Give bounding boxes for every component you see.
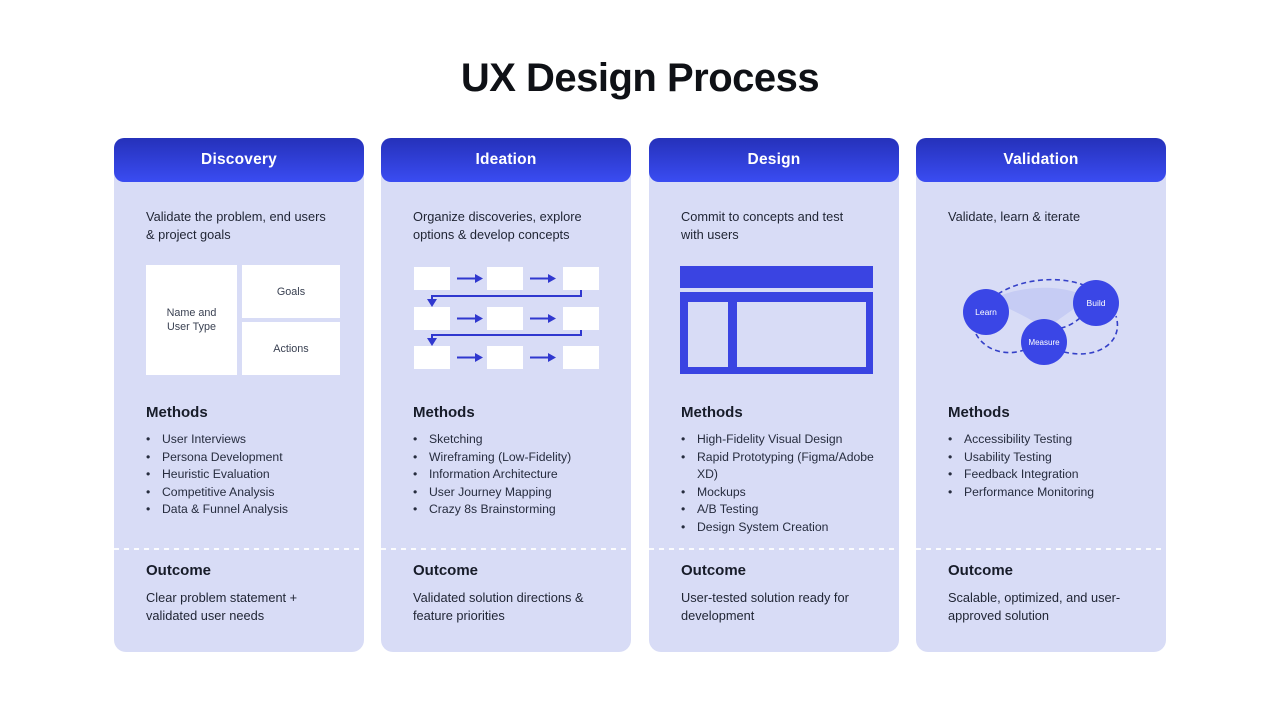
column-description: Commit to concepts and test with users — [681, 209, 844, 242]
column-discovery: Discovery Validate the problem, end user… — [114, 138, 364, 652]
list-item: •Data & Funnel Analysis — [146, 501, 340, 519]
list-item: •Persona Development — [146, 449, 340, 467]
webpage-mockup-illustration — [649, 258, 899, 388]
build-measure-learn-illustration: Learn Build Measure — [916, 258, 1166, 388]
flow-diagram-graphic — [414, 267, 599, 369]
methods-heading: Methods — [413, 404, 475, 421]
persona-actions-label: Actions — [273, 342, 309, 355]
column-design: Design Commit to concepts and test with … — [649, 138, 899, 652]
list-item: •User Interviews — [146, 431, 340, 449]
bullet-icon: • — [681, 484, 686, 499]
methods-list: •User Interviews •Persona Development •H… — [146, 431, 340, 519]
bullet-icon: • — [948, 467, 953, 481]
bullet-icon: • — [413, 432, 418, 446]
outcome-heading: Outcome — [413, 562, 479, 579]
methods-heading: Methods — [146, 404, 208, 421]
column-header-validation: Validation — [916, 138, 1166, 182]
bullet-icon: • — [413, 484, 418, 499]
list-item: •Competitive Analysis — [146, 484, 340, 502]
bullet-icon: • — [948, 449, 953, 464]
outcome-heading: Outcome — [146, 562, 212, 579]
learn-circle — [963, 289, 1009, 335]
methods-heading: Methods — [948, 404, 1010, 421]
bullet-icon: • — [413, 467, 418, 481]
bullet-icon: • — [681, 432, 686, 446]
persona-card-illustration: Name and User Type Goals Actions — [114, 258, 364, 388]
methods-list: •Sketching •Wireframing (Low-Fidelity) •… — [413, 431, 607, 519]
column-description: Organize discoveries, explore options & … — [413, 209, 582, 242]
methods-list: •Accessibility Testing •Usability Testin… — [948, 431, 1142, 501]
list-item: •Accessibility Testing — [948, 431, 1142, 449]
measure-label: Measure — [1028, 338, 1060, 347]
bullet-icon: • — [146, 484, 151, 499]
bullet-icon: • — [681, 449, 686, 464]
bullet-icon: • — [146, 467, 151, 481]
list-item: •User Journey Mapping — [413, 484, 607, 502]
list-item: •Crazy 8s Brainstorming — [413, 501, 607, 519]
bullet-icon: • — [681, 502, 686, 516]
list-item: •Mockups — [681, 484, 875, 502]
bullet-icon: • — [146, 432, 151, 446]
dashed-divider — [916, 548, 1166, 550]
column-description: Validate, learn & iterate — [948, 209, 1081, 224]
learn-label: Learn — [975, 307, 997, 317]
bullet-icon: • — [146, 502, 151, 516]
persona-goals-label: Goals — [276, 285, 306, 298]
column-header-design: Design — [649, 138, 899, 182]
column-validation: Validation Validate, learn & iterate Lea… — [916, 138, 1166, 652]
list-item: •Design System Creation — [681, 519, 875, 537]
bullet-icon: • — [413, 502, 418, 516]
page-title: UX Design Process — [460, 56, 820, 100]
column-ideation: Ideation Organize discoveries, explore o… — [381, 138, 631, 652]
list-item: •High-Fidelity Visual Design — [681, 431, 875, 449]
bullet-icon: • — [948, 484, 953, 499]
outcome-text: Scalable, optimized, and user-approved s… — [948, 590, 1121, 623]
persona-actions-box: Actions — [242, 322, 340, 375]
dashed-divider — [114, 548, 364, 550]
list-item: •Heuristic Evaluation — [146, 466, 340, 484]
outcome-heading: Outcome — [948, 562, 1014, 579]
methods-heading: Methods — [681, 404, 743, 421]
storyboard-flow-illustration — [381, 258, 631, 388]
bullet-icon: • — [146, 449, 151, 464]
outcome-text: Clear problem statement + validated user… — [146, 590, 298, 623]
list-item: •Information Architecture — [413, 466, 607, 484]
list-item: •Sketching — [413, 431, 607, 449]
wireframe-mockup-graphic — [680, 266, 873, 374]
list-item: •A/B Testing — [681, 501, 875, 519]
build-label: Build — [1087, 298, 1106, 308]
list-item: •Usability Testing — [948, 449, 1142, 467]
outcome-text: Validated solution directions & feature … — [413, 590, 584, 623]
list-item: •Performance Monitoring — [948, 484, 1142, 502]
column-description: Validate the problem, end users & projec… — [146, 209, 326, 242]
bullet-icon: • — [681, 519, 686, 534]
outcome-heading: Outcome — [681, 562, 747, 579]
outcome-text: User-tested solution ready for developme… — [681, 590, 849, 623]
column-header-discovery: Discovery — [114, 138, 364, 182]
build-circle — [1073, 280, 1119, 326]
list-item: •Feedback Integration — [948, 466, 1142, 484]
measure-circle — [1021, 319, 1067, 365]
dashed-divider — [381, 548, 631, 550]
bullet-icon: • — [948, 432, 953, 446]
methods-list: •High-Fidelity Visual Design •Rapid Prot… — [681, 431, 875, 536]
list-item: •Rapid Prototyping (Figma/Adobe XD) — [681, 449, 875, 484]
list-item: •Wireframing (Low-Fidelity) — [413, 449, 607, 467]
loop-diagram-graphic: Learn Build Measure — [963, 278, 1119, 365]
dashed-divider — [649, 548, 899, 550]
bullet-icon: • — [413, 449, 418, 464]
persona-goals-box: Goals — [242, 265, 340, 318]
persona-name-box: Name and User Type — [146, 265, 237, 375]
column-header-ideation: Ideation — [381, 138, 631, 182]
persona-name-label: Name and User Type — [166, 307, 217, 333]
